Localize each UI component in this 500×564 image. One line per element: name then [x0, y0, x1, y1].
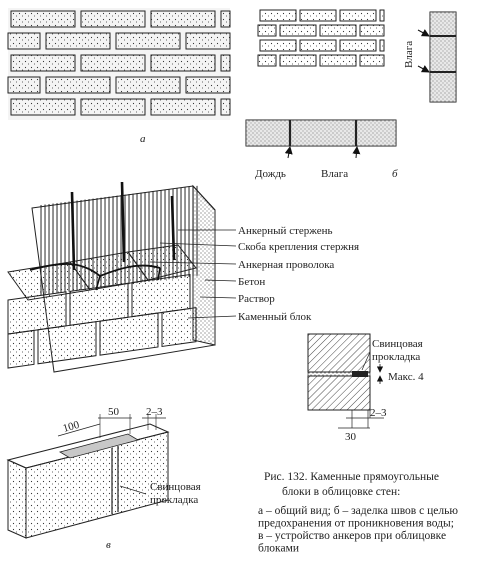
brick [379, 39, 385, 52]
dim-30: 30 [345, 431, 357, 443]
brick [220, 54, 231, 72]
callout-label: Раствор [238, 293, 275, 305]
callout-label: Анкерный стержень [238, 225, 333, 237]
brick [80, 98, 146, 116]
callout-leaders [149, 229, 237, 319]
brick [299, 39, 337, 52]
stone-block [7, 329, 35, 369]
brick [279, 54, 317, 67]
brick [359, 24, 385, 37]
panel-a-label: а [140, 133, 146, 145]
brick [220, 10, 231, 28]
panel-b-joint-horizontal [245, 119, 397, 159]
callout-label: Бетон [238, 276, 265, 288]
brick [220, 98, 231, 116]
brick [150, 54, 216, 72]
brick [359, 54, 385, 67]
panel-b-label: б [392, 168, 398, 180]
caption-line: предохранения от проникновения воды; [258, 518, 454, 530]
caption-title-line: Рис. 132. Каменные прямоугольные [264, 471, 439, 483]
brick [339, 39, 377, 52]
brick [259, 39, 297, 52]
panel-b-brick-upper [257, 8, 385, 68]
caption-title-line: блоки в облицовке стен: [282, 486, 400, 498]
brick [10, 54, 76, 72]
brick [185, 32, 231, 50]
brick [319, 24, 357, 37]
brick [259, 9, 297, 22]
brick [115, 32, 181, 50]
panel-b-joint-vertical [417, 11, 457, 103]
block-with-gasket [6, 414, 170, 539]
moisture-label-bottom: Влага [321, 168, 348, 180]
brick [7, 76, 41, 94]
stone-block [161, 307, 197, 348]
panel-v-label: в [106, 539, 111, 551]
brick [299, 9, 337, 22]
brick [80, 10, 146, 28]
rain-arrow [284, 146, 293, 159]
max-gap-label: Макс. 4 [388, 371, 424, 383]
dim-50: 50 [108, 406, 120, 418]
panel-v-anchor-assembly [7, 181, 216, 373]
brick [150, 10, 216, 28]
brick [279, 24, 317, 37]
figure-caption: Рис. 132. Каменные прямоугольные блоки в … [258, 471, 458, 555]
panel-a-wall [7, 8, 231, 120]
callout-label: Анкерная проволока [238, 259, 334, 271]
brick [319, 54, 357, 67]
dim-2-3: 2–3 [146, 406, 163, 418]
brick [45, 76, 111, 94]
brick [10, 98, 76, 116]
lead-gasket-detail [307, 333, 384, 429]
brick [379, 9, 385, 22]
brick [7, 32, 41, 50]
caption-line: а – общий вид; б – заделка швов с целью [258, 505, 458, 517]
brick [10, 10, 76, 28]
dim-100: 100 [62, 419, 82, 435]
brick [150, 98, 216, 116]
brick [257, 24, 277, 37]
caption-line: блоками [258, 543, 299, 555]
brick [185, 76, 231, 94]
caption-line: в – устройство анкеров при облицовке [258, 530, 446, 542]
brick [80, 54, 146, 72]
callout-label: Скоба крепления стержня [238, 241, 359, 253]
brick [45, 32, 111, 50]
moisture-arrow [352, 146, 361, 159]
stone-block [99, 312, 159, 356]
moisture-label-side: Влага [403, 41, 415, 68]
brick [339, 9, 377, 22]
rain-label: Дождь [255, 168, 286, 180]
dim-2-3-detail: 2–3 [370, 407, 387, 419]
stone-block [37, 321, 97, 365]
brick [115, 76, 181, 94]
brick [257, 54, 277, 67]
callout-label: Каменный блок [238, 311, 312, 323]
